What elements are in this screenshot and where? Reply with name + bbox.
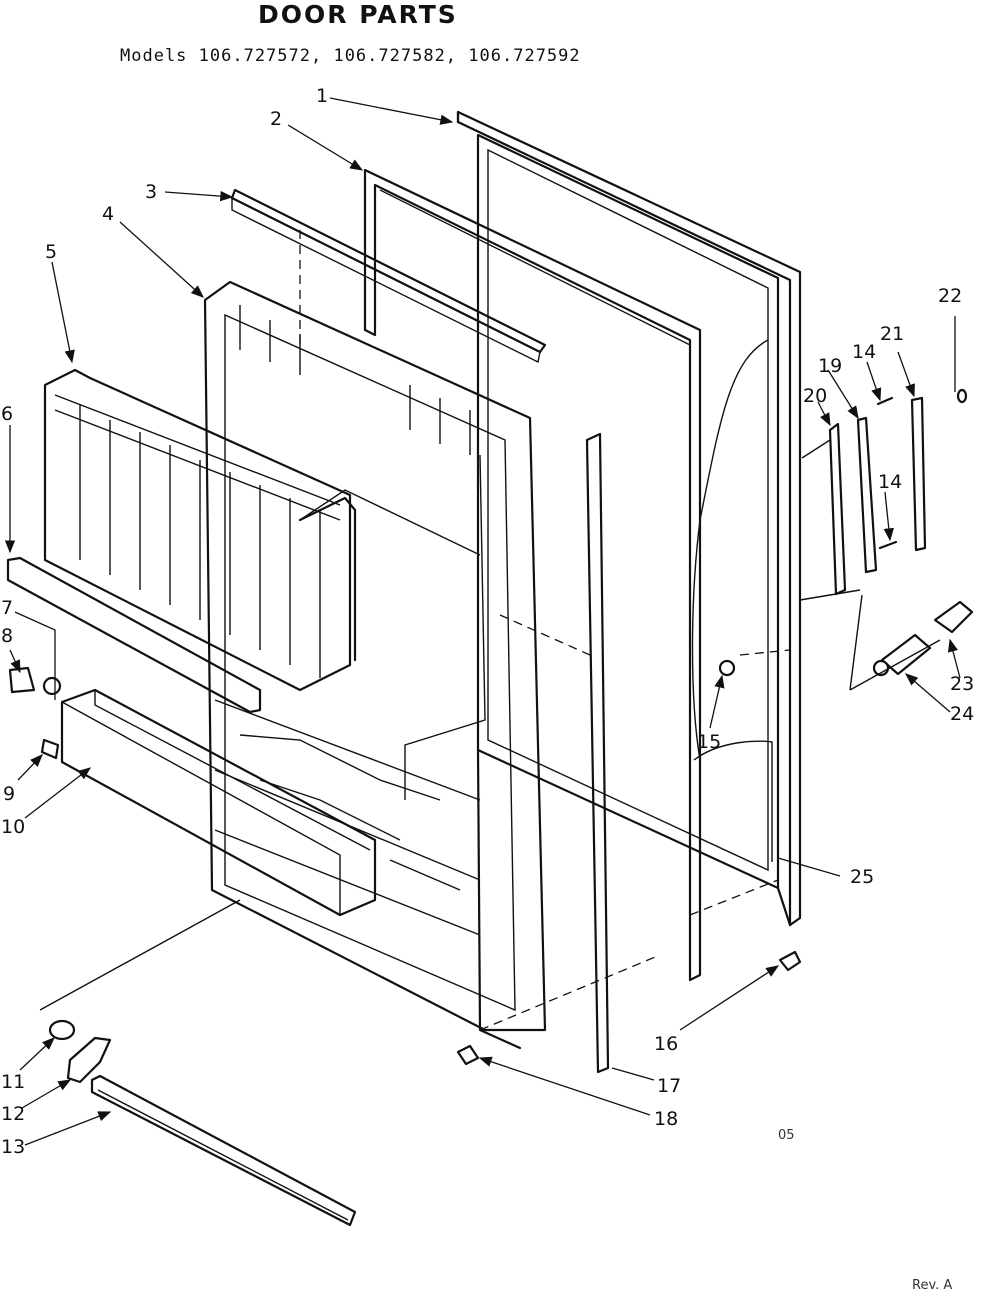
callout-22: 22: [938, 285, 962, 307]
callout-2: 2: [270, 108, 282, 130]
callout-14-bottom: 14: [878, 471, 902, 493]
shelf-bracket: [8, 666, 62, 760]
callout-11: 11: [1, 1071, 25, 1093]
door-bin: [60, 688, 377, 917]
screw: [718, 659, 736, 677]
leader-lines: [4, 97, 961, 1146]
lock-parts: [872, 600, 974, 677]
callout-20: 20: [803, 385, 827, 407]
key-icon: [956, 388, 968, 404]
plug: [778, 950, 802, 972]
shelf-rail: [6, 556, 262, 714]
alignment-lines: [39, 230, 941, 1031]
door-gasket: [363, 168, 702, 982]
side-seal-strip: [585, 432, 610, 1074]
callout-7: 7: [1, 597, 13, 619]
callout-6: 6: [1, 403, 13, 425]
callout-5: 5: [45, 241, 57, 263]
callout-15: 15: [697, 731, 721, 753]
outer-door-panel: [456, 110, 802, 1050]
revision-label: Rev. A: [912, 1278, 953, 1293]
callout-25: 25: [850, 866, 874, 888]
callout-8: 8: [1, 625, 13, 647]
diagram-code: 05: [778, 1128, 795, 1143]
bottom-trim: [90, 1074, 357, 1227]
callout-3: 3: [145, 181, 157, 203]
callout-19: 19: [818, 355, 842, 377]
callout-1: 1: [316, 85, 328, 107]
handle-assembly: [799, 396, 927, 601]
callout-17: 17: [657, 1075, 681, 1097]
top-trim-strip: [230, 188, 547, 364]
callout-16: 16: [654, 1033, 678, 1055]
callout-18: 18: [654, 1108, 678, 1130]
callout-4: 4: [102, 203, 114, 225]
clip: [456, 1044, 480, 1066]
callout-labels: 1 2 3 4 5 6 7 8 9 10 11 12 13 14 14 15 1…: [1, 85, 974, 1158]
callout-10: 10: [1, 816, 25, 838]
callout-24: 24: [950, 703, 974, 725]
callout-13: 13: [1, 1136, 25, 1158]
wire-shelf: [43, 368, 357, 692]
callout-14-top: 14: [852, 341, 876, 363]
model-numbers: Models 106.727572, 106.727582, 106.72759…: [120, 46, 581, 66]
callout-23: 23: [950, 673, 974, 695]
callout-9: 9: [3, 783, 15, 805]
inner-door-liner: [203, 280, 547, 1032]
diagram-title: DOOR PARTS: [258, 0, 458, 29]
callout-12: 12: [1, 1103, 25, 1125]
callout-21: 21: [880, 323, 904, 345]
bottom-hinge-parts: [48, 1019, 112, 1084]
